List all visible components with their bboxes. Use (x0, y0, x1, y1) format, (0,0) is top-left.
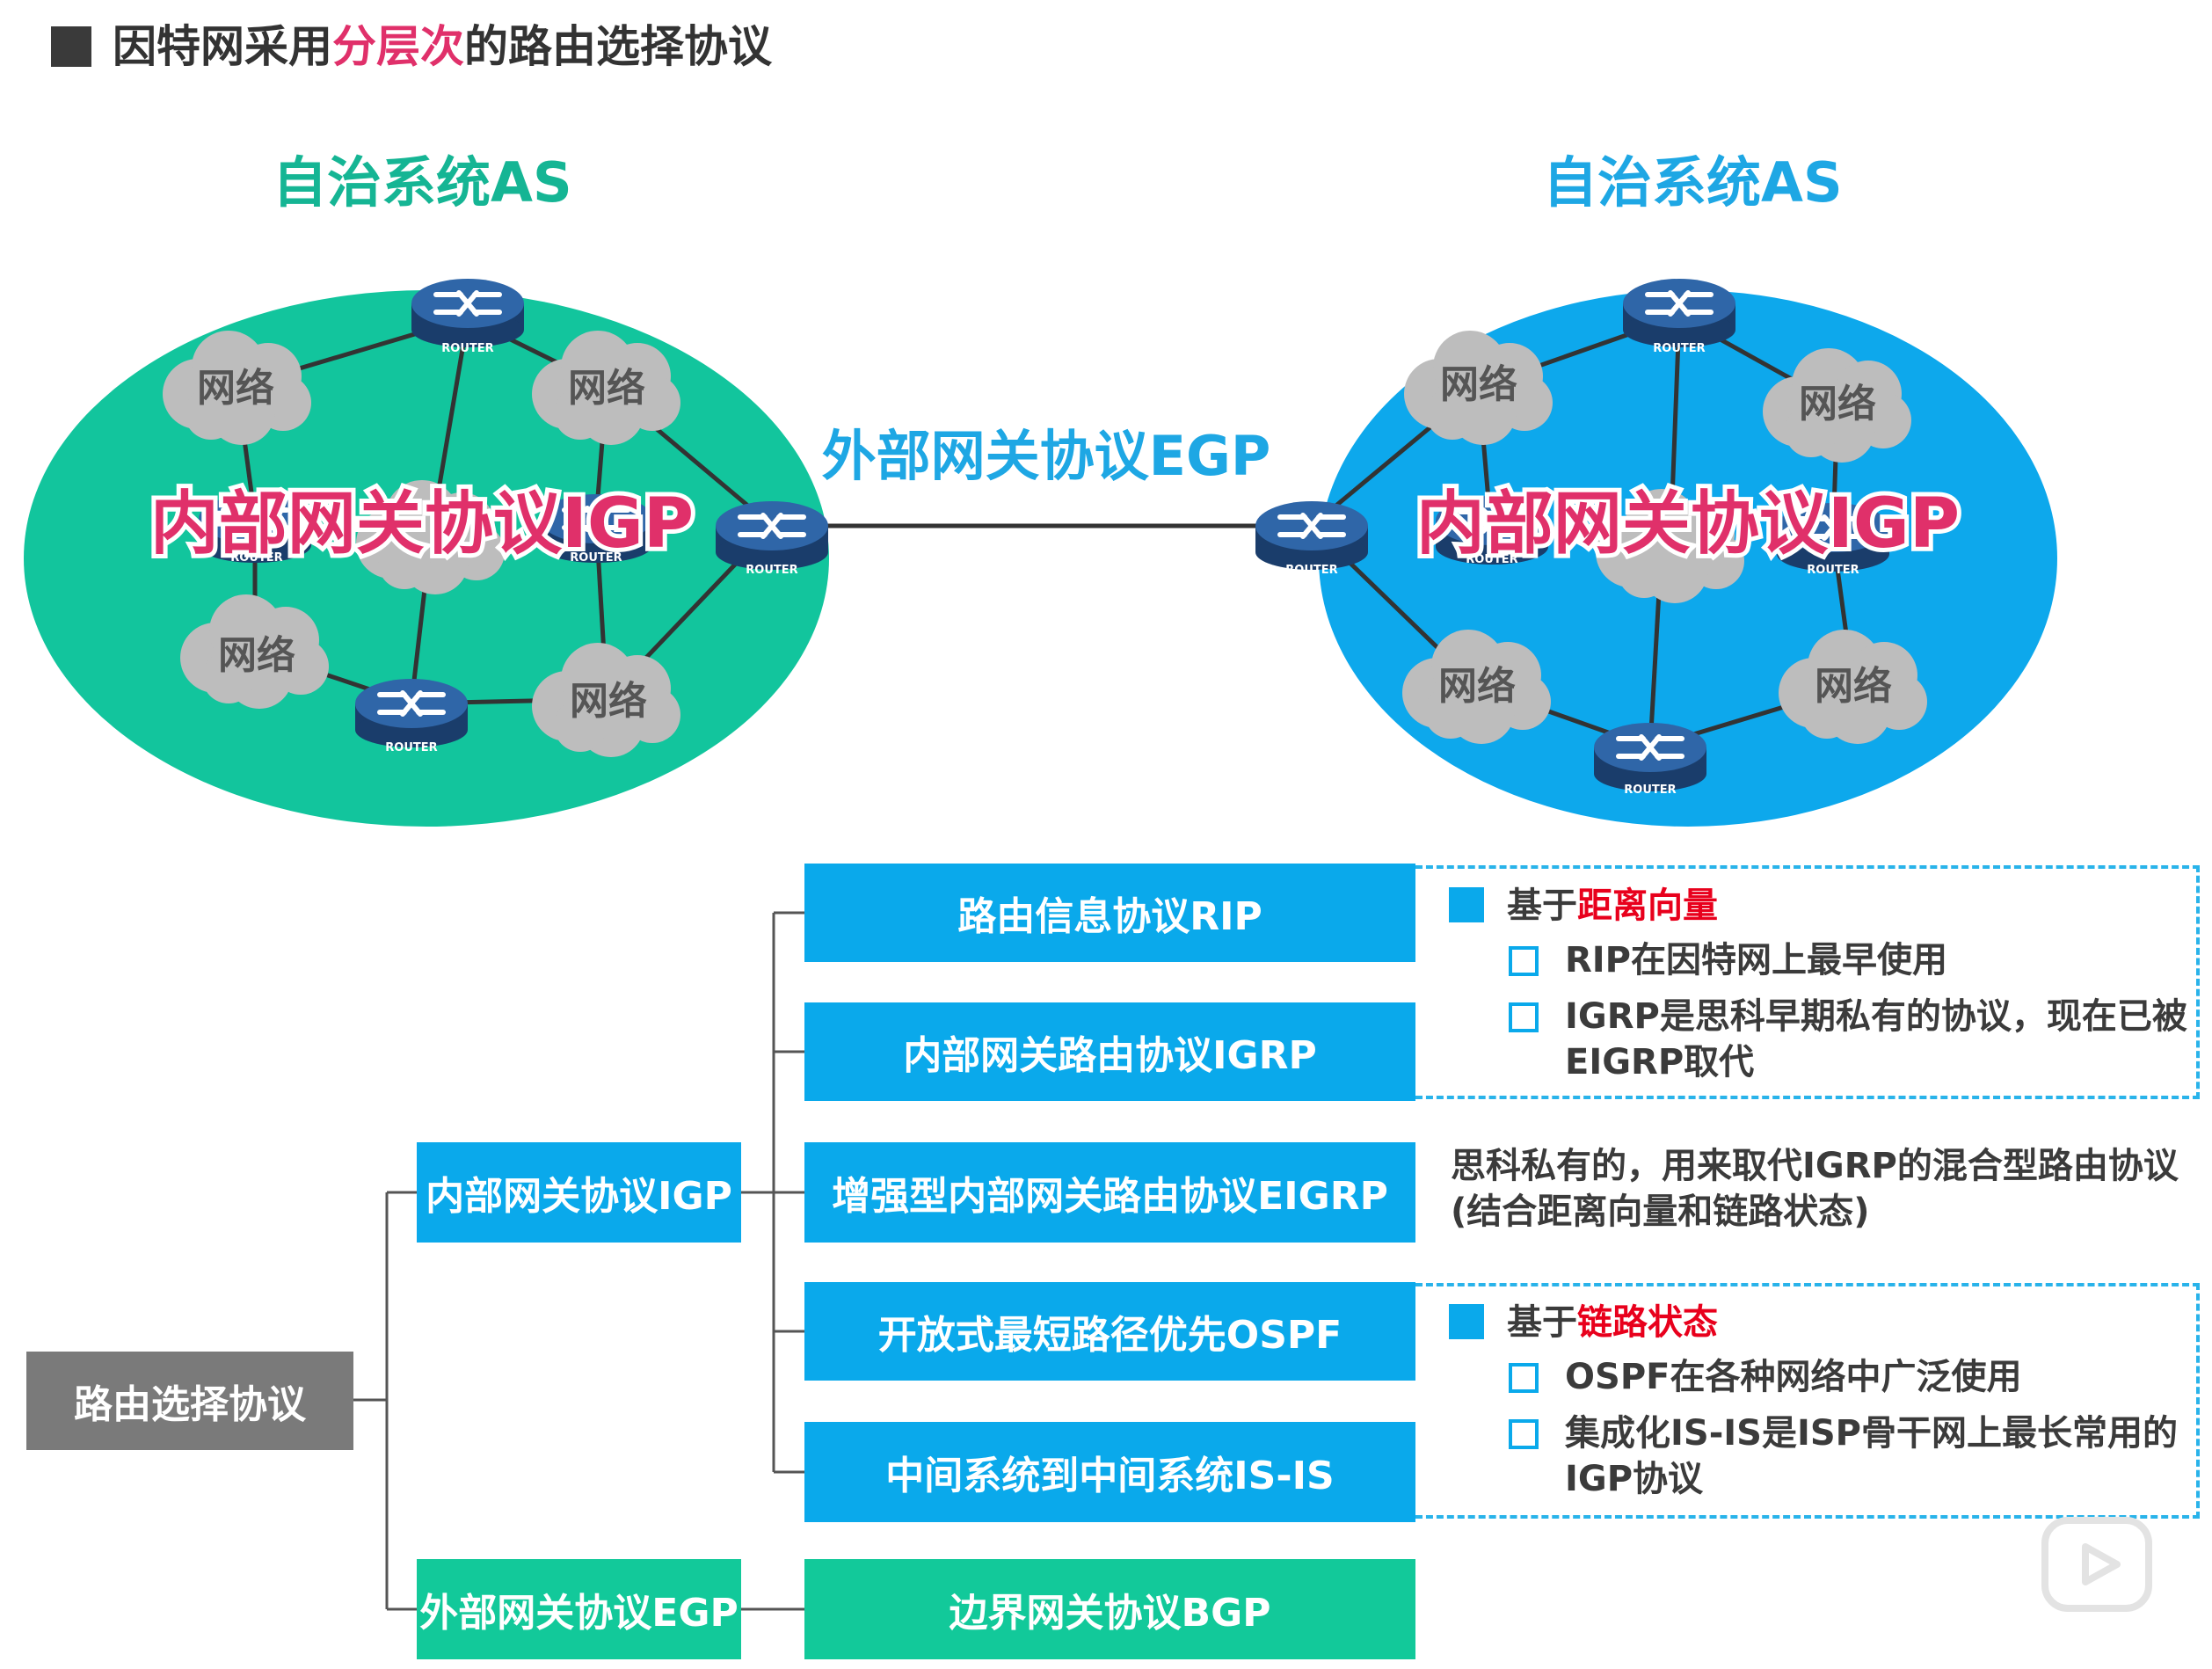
svg-text:ROUTER: ROUTER (746, 564, 797, 577)
hollow-square-bullet-icon (1509, 1002, 1539, 1032)
network-label: 网络 (1438, 664, 1516, 709)
network-label: 网络 (570, 679, 647, 724)
network-label: 网络 (568, 366, 645, 411)
router-icon: ROUTER (1255, 501, 1368, 577)
play-watermark-icon (2041, 1517, 2152, 1612)
as-left-title: 自治系统AS (273, 150, 572, 215)
egp-node: 外部网关协议EGP (417, 1559, 741, 1659)
bgp-node: 边界网关协议BGP (804, 1559, 1415, 1659)
distance-vector-heading: 基于距离向量 (1449, 883, 2196, 929)
svg-text:ROUTER: ROUTER (441, 342, 493, 355)
svg-text:ROUTER: ROUTER (1285, 564, 1337, 577)
eigrp-note: 思科私有的，用来取代IGRP的混合型路由协议 (结合距离向量和链路状态) (1451, 1146, 2179, 1232)
routing-protocols-root: 路由选择协议 (26, 1352, 353, 1450)
svg-text:ROUTER: ROUTER (1466, 553, 1517, 566)
hollow-square-bullet-icon (1509, 1419, 1539, 1449)
dv-item-igrp-cont: EIGRP取代 (1565, 1042, 1755, 1082)
svg-text:ROUTER: ROUTER (1807, 564, 1859, 577)
filled-square-bullet-icon (1449, 887, 1484, 922)
svg-text:ROUTER: ROUTER (570, 551, 622, 565)
igp-label-right: 内部网关协议IGP (1416, 485, 1960, 564)
igp-node: 内部网关协议IGP (417, 1142, 741, 1243)
dv-item-rip: RIP在因特网上最早使用 (1449, 937, 2196, 983)
router-icon: ROUTER (1777, 503, 1889, 577)
router-icon: ROUTER (1623, 279, 1735, 355)
hollow-square-bullet-icon (1509, 1363, 1539, 1393)
svg-text:ROUTER: ROUTER (385, 741, 437, 754)
network-label: 网络 (1815, 664, 1892, 709)
hollow-square-bullet-icon (1509, 946, 1539, 976)
igrp-node: 内部网关路由协议IGRP (804, 1002, 1415, 1101)
network-label: 网络 (1799, 382, 1876, 426)
igp-label-left: 内部网关协议IGP (150, 485, 694, 564)
filled-square-bullet-icon (1449, 1304, 1484, 1339)
router-icon: ROUTER (199, 494, 311, 565)
distance-vector-note-box (1415, 865, 2200, 1099)
link-state-note-box (1415, 1283, 2200, 1519)
isis-node: 中间系统到中间系统IS-IS (804, 1422, 1415, 1522)
router-icon: ROUTER (1436, 496, 1548, 566)
rip-node: 路由信息协议RIP (804, 864, 1415, 962)
svg-text:ROUTER: ROUTER (1653, 342, 1705, 355)
ospf-node: 开放式最短路径优先OSPF (804, 1282, 1415, 1381)
ls-item-isis-cont: IGP协议 (1565, 1459, 1704, 1499)
tree-connectors (353, 911, 804, 1611)
eigrp-node: 增强型内部网关路由协议EIGRP (804, 1142, 1415, 1243)
router-icon: ROUTER (716, 501, 828, 577)
router-icon: ROUTER (355, 679, 468, 754)
ls-item-isis: 集成化IS-IS是ISP骨干网上最长常用的 (1449, 1410, 2196, 1456)
as-right-title: 自治系统AS (1543, 150, 1843, 215)
page-title: 因特网采用分层次的路由选择协议 (113, 21, 772, 72)
network-diagram: 网络 网络 网络 网络 网络 网络 网络 网络 ROUTER ROUTER RO… (24, 0, 2057, 827)
svg-text:ROUTER: ROUTER (1624, 783, 1676, 797)
link-state-notes: 基于链路状态 OSPF在各种网络中广泛使用 集成化IS-IS是ISP骨干网上最长… (1449, 1300, 2196, 1502)
router-icon: ROUTER (1594, 723, 1706, 797)
title-bullet-icon (51, 26, 91, 67)
ls-item-ospf: OSPF在各种网络中广泛使用 (1449, 1354, 2196, 1400)
router-icon: ROUTER (411, 279, 524, 355)
egp-label: 外部网关协议EGP (822, 424, 1271, 488)
network-label: 网络 (218, 633, 295, 678)
network-label: 网络 (197, 366, 274, 411)
network-label: 网络 (1440, 362, 1517, 407)
link-state-heading: 基于链路状态 (1449, 1300, 2196, 1345)
distance-vector-notes: 基于距离向量 RIP在因特网上最早使用 IGRP是思科早期私有的协议，现在已被 … (1449, 883, 2196, 1085)
dv-item-igrp: IGRP是思科早期私有的协议，现在已被 (1449, 994, 2196, 1039)
router-icon: ROUTER (540, 494, 652, 565)
svg-text:ROUTER: ROUTER (230, 551, 282, 565)
